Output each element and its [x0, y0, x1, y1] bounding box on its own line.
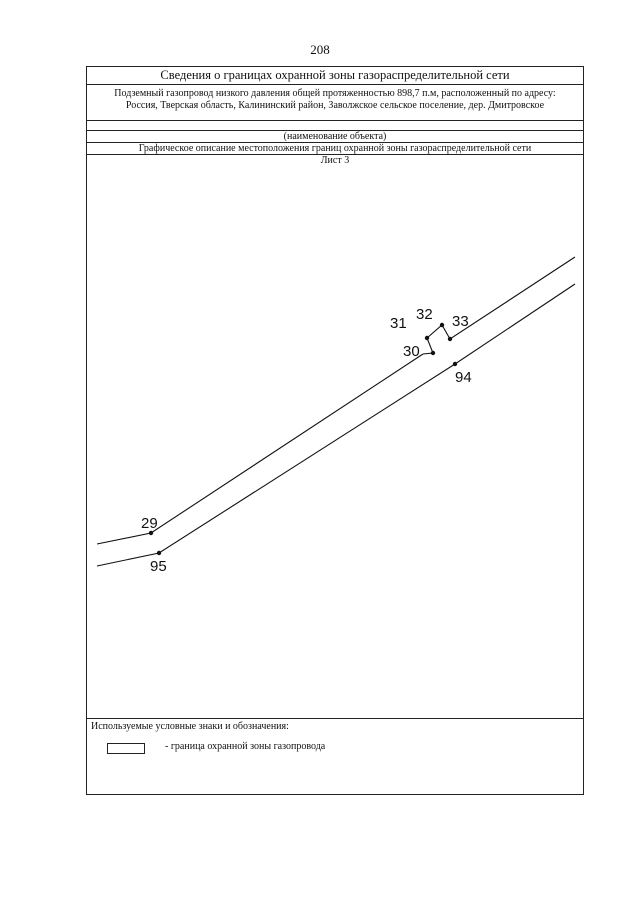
boundary-line-lower	[96, 283, 576, 567]
object-line-1: Подземный газопровод низкого давления об…	[114, 88, 556, 99]
graphic-title: Графическое описание местоположения гран…	[87, 143, 583, 155]
point-33-label: 33	[452, 313, 469, 330]
point-32-label: 32	[416, 306, 433, 323]
sheet-label: Лист 3	[320, 155, 350, 166]
legend-boundary-label: - граница охранной зоны газопровода	[165, 741, 326, 752]
point-94-label: 94	[455, 369, 472, 386]
legend-boundary-swatch	[107, 743, 145, 754]
object-description: Подземный газопровод низкого давления об…	[87, 85, 583, 121]
boundary-map: 29 30 31 32 33 94 95	[96, 256, 576, 575]
point-33-marker	[447, 336, 453, 342]
point-30-label: 30	[403, 343, 420, 360]
point-31-marker	[424, 335, 430, 341]
point-29-label: 29	[141, 515, 158, 532]
point-94-marker	[452, 361, 458, 367]
document-title: Сведения о границах охранной зоны газора…	[87, 67, 583, 85]
page-number: 208	[310, 42, 330, 57]
object-caption: (наименование объекта)	[87, 131, 583, 143]
boundary-notch	[422, 256, 576, 355]
legend: Используемые условные знаки и обозначени…	[87, 718, 583, 796]
document-frame: Сведения о границах охранной зоны газора…	[86, 66, 584, 795]
point-32-marker	[439, 322, 445, 328]
blank-row	[87, 121, 583, 131]
legend-title: Используемые условные знаки и обозначени…	[91, 721, 289, 732]
point-29-marker	[148, 530, 154, 536]
point-30-marker	[430, 350, 436, 356]
point-95-marker	[156, 550, 162, 556]
point-95-label: 95	[150, 558, 167, 575]
object-line-2: Россия, Тверская область, Калининский ра…	[125, 100, 545, 111]
point-31-label: 31	[390, 315, 407, 332]
